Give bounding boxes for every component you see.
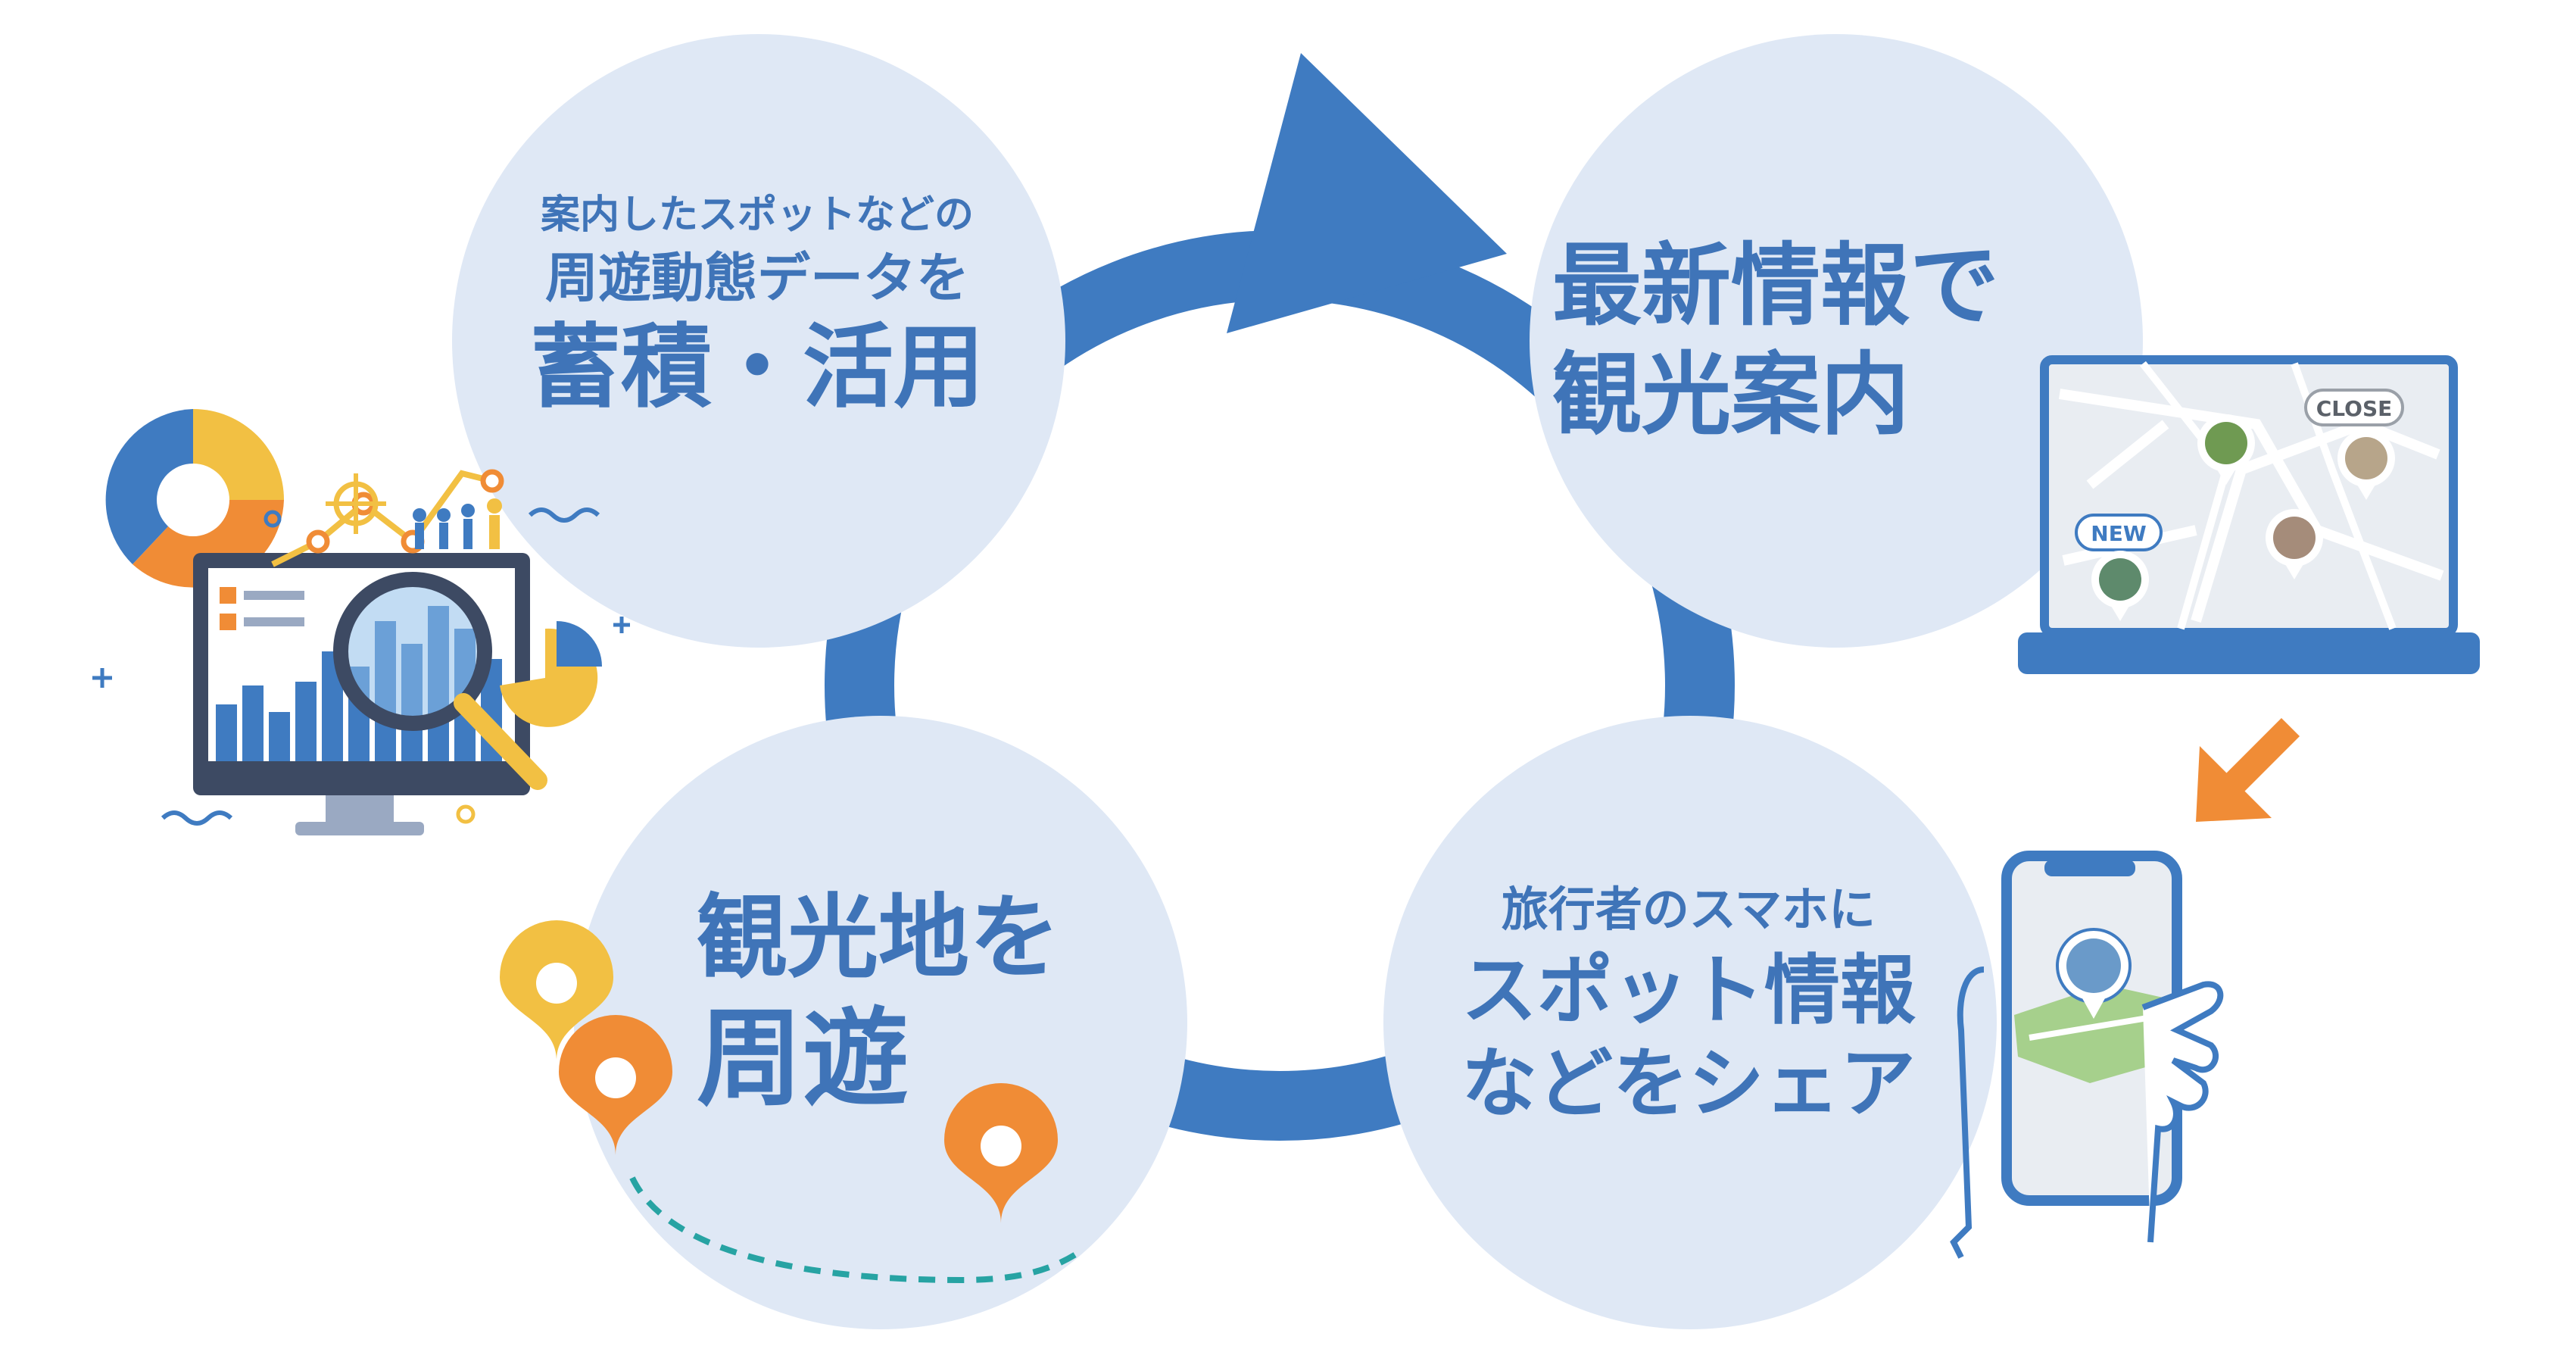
step-share-line2: スポット情報 (1461, 946, 1916, 1035)
step-data-text: 案内したスポットなどの 周遊動態データを 蓄積・活用 (492, 192, 1022, 421)
step-tour-text: 観光地を 周遊 (659, 885, 1189, 1121)
map-pin-icon (2056, 928, 2132, 1019)
close-badge-label: CLOSE (2316, 396, 2393, 421)
magnifier-icon (333, 572, 492, 731)
step-data-line1: 案内したスポットなどの (540, 192, 974, 238)
laptop-base (2018, 632, 2480, 674)
step-guide-line2: 観光案内 (1552, 342, 1910, 447)
step-data-line3: 蓄積・活用 (530, 315, 984, 421)
step-tour-line2: 周遊 (697, 998, 909, 1121)
analytics-illustration (92, 409, 630, 835)
laptop-illustration (2018, 355, 2480, 674)
new-badge (2075, 514, 2163, 551)
map-pin-icon (559, 1015, 672, 1155)
hand-icon (2141, 981, 2224, 1243)
step-share-line3: などをシェア (1461, 1039, 1916, 1129)
map-pin-icon (2091, 551, 2149, 621)
route-line (629, 1176, 1085, 1284)
step-share-text: 旅行者のスマホに スポット情報 などをシェア (1424, 882, 1954, 1129)
step-guide-line1: 最新情報で (1552, 233, 2000, 338)
step-circle-share (1383, 716, 1997, 1329)
smartphone-illustration (1950, 851, 2224, 1259)
step-circle-guide (1530, 34, 2143, 648)
new-badge-label: NEW (2091, 521, 2147, 546)
close-badge (2304, 389, 2404, 426)
people-icon (413, 498, 502, 549)
map-pin-icon (2266, 509, 2323, 579)
map-pin-icon (500, 920, 613, 1060)
step-share-line1: 旅行者のスマホに (1501, 882, 1876, 937)
cycle-arrow-head (1227, 53, 1507, 333)
route-illustration (500, 920, 1085, 1284)
step-circle-data (452, 34, 1065, 648)
step-tour-line1: 観光地を (697, 885, 1060, 991)
down-left-arrow-icon (2196, 717, 2300, 822)
step-data-line2: 周遊動態データを (545, 246, 969, 309)
map-pin-icon (2337, 429, 2395, 500)
map-pin-icon (944, 1083, 1058, 1223)
map-pin-icon (2197, 414, 2255, 485)
step-guide-text: 最新情報で 観光案内 (1552, 233, 2082, 447)
